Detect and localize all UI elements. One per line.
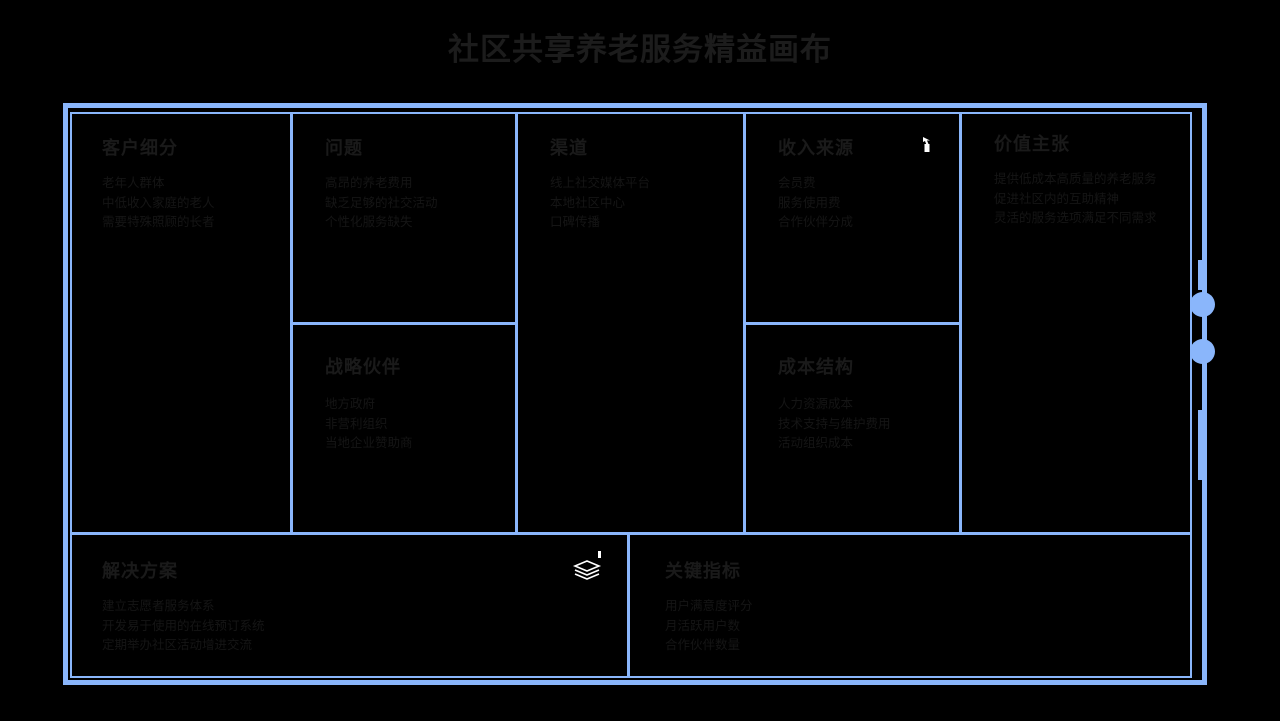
cell-key-metrics[interactable]: 关键指标 用户满意度评分 月活跃用户数 合作伙伴数量 bbox=[630, 535, 1192, 678]
list-item: 老年人群体 bbox=[102, 176, 165, 190]
cell-list-cost-structure: 人力资源成本 技术支持与维护费用 活动组织成本 bbox=[778, 395, 891, 454]
list-item: 提供低成本高质量的养老服务 bbox=[994, 172, 1157, 186]
list-item: 合作伙伴数量 bbox=[665, 638, 741, 652]
list-item: 合作伙伴分成 bbox=[778, 215, 854, 229]
divider-vertical-bottom bbox=[627, 532, 630, 678]
mouse-cursor-icon bbox=[921, 136, 935, 154]
scrollbar-track-top[interactable] bbox=[1198, 260, 1206, 290]
list-item: 当地企业赞助商 bbox=[325, 436, 413, 450]
scrollbar-dot-1[interactable] bbox=[1190, 292, 1215, 317]
list-item: 建立志愿者服务体系 bbox=[102, 599, 215, 613]
cell-value-proposition[interactable]: 价值主张 提供低成本高质量的养老服务 促进社区内的互助精神 灵活的服务选项满足不… bbox=[962, 112, 1192, 532]
list-item: 需要特殊照顾的长者 bbox=[102, 215, 215, 229]
cell-title-customer-segments: 客户细分 bbox=[102, 138, 178, 158]
cell-title-key-metrics: 关键指标 bbox=[665, 561, 741, 581]
list-item: 地方政府 bbox=[325, 397, 376, 411]
list-item: 开发易于使用的在线预订系统 bbox=[102, 618, 265, 633]
list-item: 高昂的养老费用 bbox=[325, 176, 413, 190]
list-item: 促进社区内的互助精神 bbox=[994, 191, 1120, 206]
divider-horizontal-revenue bbox=[743, 322, 960, 325]
cell-title-problem: 问题 bbox=[325, 138, 363, 158]
divider-horizontal-problem bbox=[290, 322, 516, 325]
list-item: 人力资源成本 bbox=[778, 397, 854, 411]
list-item: 个性化服务缺失 bbox=[325, 215, 413, 229]
cell-revenue-streams[interactable]: 收入来源 会员费 服务使用费 合作伙伴分成 bbox=[746, 112, 959, 322]
list-item: 会员费 bbox=[778, 176, 816, 190]
cell-title-channels: 渠道 bbox=[550, 138, 588, 158]
list-item: 用户满意度评分 bbox=[665, 599, 753, 613]
cell-channels[interactable]: 渠道 线上社交媒体平台 本地社区中心 口碑传播 bbox=[518, 112, 743, 532]
list-item: 非营利组织 bbox=[325, 416, 388, 431]
list-item: 线上社交媒体平台 bbox=[550, 176, 651, 190]
list-item: 中低收入家庭的老人 bbox=[102, 195, 215, 210]
cell-key-partners[interactable]: 战略伙伴 地方政府 非营利组织 当地企业赞助商 bbox=[293, 325, 515, 532]
list-item: 缺乏足够的社交活动 bbox=[325, 195, 438, 210]
cell-list-customer-segments: 老年人群体 中低收入家庭的老人 需要特殊照顾的长者 bbox=[102, 174, 215, 233]
cell-cost-structure[interactable]: 成本结构 人力资源成本 技术支持与维护费用 活动组织成本 bbox=[746, 325, 959, 532]
list-item: 本地社区中心 bbox=[550, 195, 626, 210]
cell-solution[interactable]: 解决方案 建立志愿者服务体系 开发易于使用的在线预订系统 定期举办社区活动增进交… bbox=[70, 535, 627, 678]
cell-list-problem: 高昂的养老费用 缺乏足够的社交活动 个性化服务缺失 bbox=[325, 174, 438, 233]
cell-customer-segments[interactable]: 客户细分 老年人群体 中低收入家庭的老人 需要特殊照顾的长者 bbox=[70, 112, 290, 532]
list-item: 服务使用费 bbox=[778, 195, 841, 210]
cell-list-revenue-streams: 会员费 服务使用费 合作伙伴分成 bbox=[778, 174, 853, 233]
list-item: 口碑传播 bbox=[550, 215, 601, 229]
page-title: 社区共享养老服务精益画布 bbox=[448, 32, 832, 67]
layers-stack-icon[interactable] bbox=[571, 549, 605, 583]
list-item: 灵活的服务选项满足不同需求 bbox=[994, 211, 1157, 225]
list-item: 定期举办社区活动增进交流 bbox=[102, 638, 253, 652]
divider-horizontal-bottom bbox=[70, 532, 1192, 535]
cell-title-solution: 解决方案 bbox=[102, 561, 178, 581]
divider-vertical-2 bbox=[515, 112, 518, 532]
cell-list-solution: 建立志愿者服务体系 开发易于使用的在线预订系统 定期举办社区活动增进交流 bbox=[102, 597, 265, 656]
scrollbar-track-bottom[interactable] bbox=[1198, 410, 1206, 480]
cell-title-revenue-streams: 收入来源 bbox=[778, 138, 854, 158]
cell-title-cost-structure: 成本结构 bbox=[778, 357, 854, 377]
list-item: 活动组织成本 bbox=[778, 436, 854, 450]
cell-title-value-proposition: 价值主张 bbox=[994, 134, 1070, 154]
list-item: 月活跃用户数 bbox=[665, 618, 741, 633]
cell-problem[interactable]: 问题 高昂的养老费用 缺乏足够的社交活动 个性化服务缺失 bbox=[293, 112, 515, 322]
cell-list-key-partners: 地方政府 非营利组织 当地企业赞助商 bbox=[325, 395, 413, 454]
scrollbar-dot-2[interactable] bbox=[1190, 339, 1215, 364]
cell-list-key-metrics: 用户满意度评分 月活跃用户数 合作伙伴数量 bbox=[665, 597, 753, 656]
divider-vertical-4 bbox=[959, 112, 962, 532]
cell-title-key-partners: 战略伙伴 bbox=[325, 357, 401, 377]
list-item: 技术支持与维护费用 bbox=[778, 416, 891, 431]
cell-list-value-proposition: 提供低成本高质量的养老服务 促进社区内的互助精神 灵活的服务选项满足不同需求 bbox=[994, 170, 1157, 229]
cell-list-channels: 线上社交媒体平台 本地社区中心 口碑传播 bbox=[550, 174, 650, 233]
